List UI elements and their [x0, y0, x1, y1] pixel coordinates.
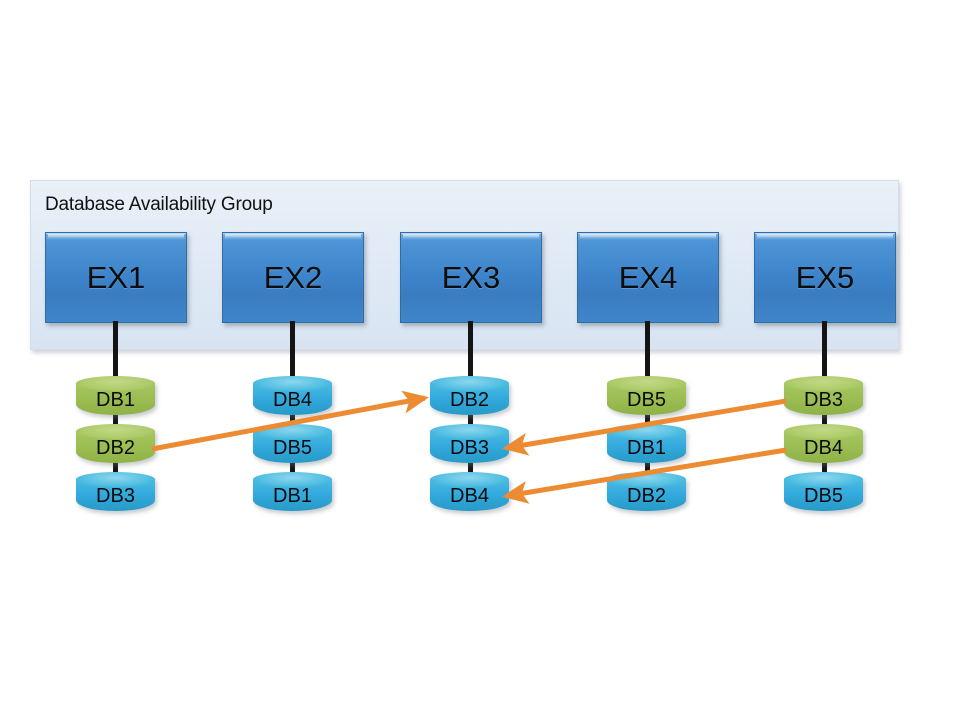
database-ex3-db3[interactable]: DB4 — [430, 472, 509, 515]
server-box-ex1[interactable]: EX1 — [45, 232, 187, 323]
database-label: DB1 — [627, 436, 666, 459]
database-ex4-db3[interactable]: DB2 — [607, 472, 686, 515]
connector-ex2-db2-db3 — [290, 463, 295, 479]
connector-ex5-to-db-stack — [822, 321, 827, 381]
database-label: DB5 — [627, 388, 666, 411]
database-label: DB5 — [273, 436, 312, 459]
database-ex3-db2[interactable]: DB3 — [430, 424, 509, 467]
database-label: DB5 — [804, 484, 843, 507]
cylinder-top — [76, 472, 155, 487]
server-label-ex4: EX4 — [618, 259, 678, 295]
database-ex1-db1[interactable]: DB1 — [76, 376, 155, 419]
database-ex1-db3[interactable]: DB3 — [76, 472, 155, 515]
connector-ex2-to-db-stack — [290, 321, 295, 381]
server-label-ex3: EX3 — [441, 259, 501, 295]
database-ex4-db1[interactable]: DB5 — [607, 376, 686, 419]
connector-ex3-db1-db2 — [468, 415, 473, 431]
database-label: DB4 — [450, 484, 489, 507]
cylinder-top — [784, 424, 863, 439]
database-ex2-db3[interactable]: DB1 — [253, 472, 332, 515]
database-ex2-db2[interactable]: DB5 — [253, 424, 332, 467]
cylinder-top — [430, 472, 509, 487]
dag-title: Database Availability Group — [45, 194, 273, 215]
database-ex3-db1[interactable]: DB2 — [430, 376, 509, 419]
connector-ex3-to-db-stack — [468, 321, 473, 381]
database-label: DB3 — [450, 436, 489, 459]
database-label: DB2 — [627, 484, 666, 507]
database-ex4-db2[interactable]: DB1 — [607, 424, 686, 467]
cylinder-top — [76, 376, 155, 391]
database-ex2-db1[interactable]: DB4 — [253, 376, 332, 419]
database-label: DB4 — [273, 388, 312, 411]
database-label: DB1 — [96, 388, 135, 411]
server-label-ex1: EX1 — [86, 259, 146, 295]
server-box-ex2[interactable]: EX2 — [222, 232, 364, 323]
cylinder-top — [76, 424, 155, 439]
server-box-ex5[interactable]: EX5 — [754, 232, 896, 323]
cylinder-top — [430, 376, 509, 391]
connector-ex4-to-db-stack — [645, 321, 650, 381]
database-label: DB3 — [96, 484, 135, 507]
connector-ex3-db2-db3 — [468, 463, 473, 479]
server-box-ex4[interactable]: EX4 — [577, 232, 719, 323]
cylinder-top — [784, 472, 863, 487]
connector-ex1-to-db-stack — [113, 321, 118, 381]
database-ex5-db2[interactable]: DB4 — [784, 424, 863, 467]
cylinder-top — [784, 376, 863, 391]
cylinder-top — [607, 376, 686, 391]
database-label: DB3 — [804, 388, 843, 411]
connector-ex1-db1-db2 — [113, 415, 118, 431]
cylinder-top — [430, 424, 509, 439]
cylinder-top — [253, 472, 332, 487]
connector-ex5-db1-db2 — [822, 415, 827, 431]
cylinder-top — [253, 376, 332, 391]
database-label: DB1 — [273, 484, 312, 507]
database-label: DB4 — [804, 436, 843, 459]
database-ex5-db3[interactable]: DB5 — [784, 472, 863, 515]
connector-ex5-db2-db3 — [822, 463, 827, 479]
connector-ex1-db2-db3 — [113, 463, 118, 479]
database-label: DB2 — [450, 388, 489, 411]
server-label-ex5: EX5 — [795, 259, 855, 295]
database-ex5-db1[interactable]: DB3 — [784, 376, 863, 419]
database-ex1-db2[interactable]: DB2 — [76, 424, 155, 467]
server-label-ex2: EX2 — [263, 259, 323, 295]
server-box-ex3[interactable]: EX3 — [400, 232, 542, 323]
database-label: DB2 — [96, 436, 135, 459]
